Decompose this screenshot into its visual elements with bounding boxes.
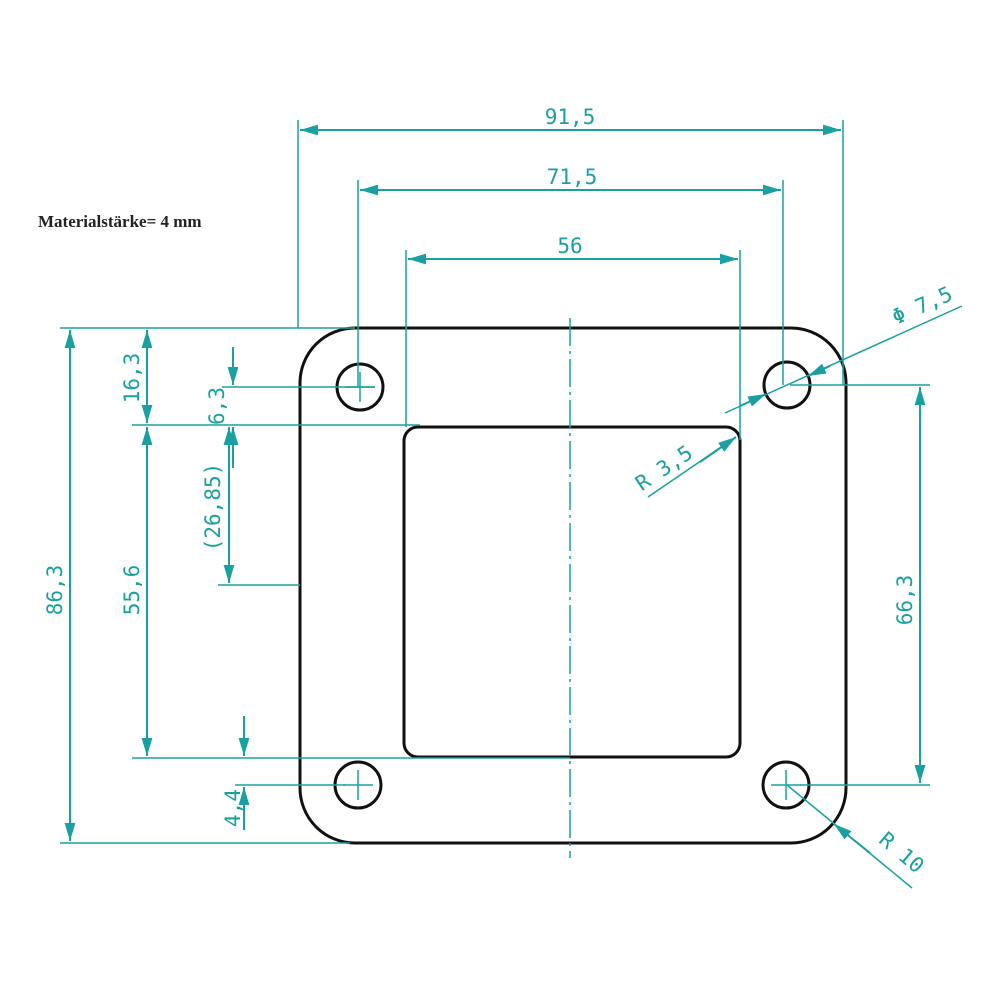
dim-label-hole-diameter: Φ 7,5 (888, 282, 956, 330)
dim-label-window-width: 56 (557, 234, 582, 258)
dim-hole-spacing-x: 71,5 (357, 165, 784, 387)
dim-label-window-radius: R 3,5 (631, 441, 697, 496)
plate-outline (298, 326, 848, 845)
dim-window-width: 56 (405, 234, 741, 440)
dim-corner-radius: R 10 (786, 784, 929, 889)
window-cutout (402, 425, 742, 759)
dim-label-bottom-offset: 4,4 (221, 789, 245, 827)
dim-label-top-to-window: 16,3 (120, 353, 144, 404)
dim-label-reference: (26,85) (201, 463, 225, 552)
dim-window-height: 55,6 (120, 427, 570, 759)
dim-hole-spacing-y: 66,3 (790, 384, 930, 786)
dim-label-hole-to-window: 6,3 (205, 387, 229, 425)
hole-crosshairs (343, 372, 801, 800)
dim-label-window-height: 55,6 (120, 565, 144, 616)
dim-label-hole-spacing-y: 66,3 (893, 575, 917, 626)
dim-overall-width: 91,5 (297, 105, 844, 385)
dim-bottom-offset: 4,4 (221, 716, 345, 830)
dim-reference: (26,85) (201, 427, 300, 586)
dim-window-radius: R 3,5 (631, 436, 737, 498)
dim-top-to-window: 16,3 (120, 330, 420, 426)
dim-label-hole-spacing-x: 71,5 (547, 165, 598, 189)
dim-overall-height: 86,3 (43, 327, 355, 844)
dim-label-overall-width: 91,5 (545, 105, 596, 129)
material-thickness-note: Materialstärke= 4 mm (38, 212, 202, 231)
dim-label-overall-height: 86,3 (43, 565, 67, 616)
dim-label-corner-radius: R 10 (874, 827, 928, 878)
